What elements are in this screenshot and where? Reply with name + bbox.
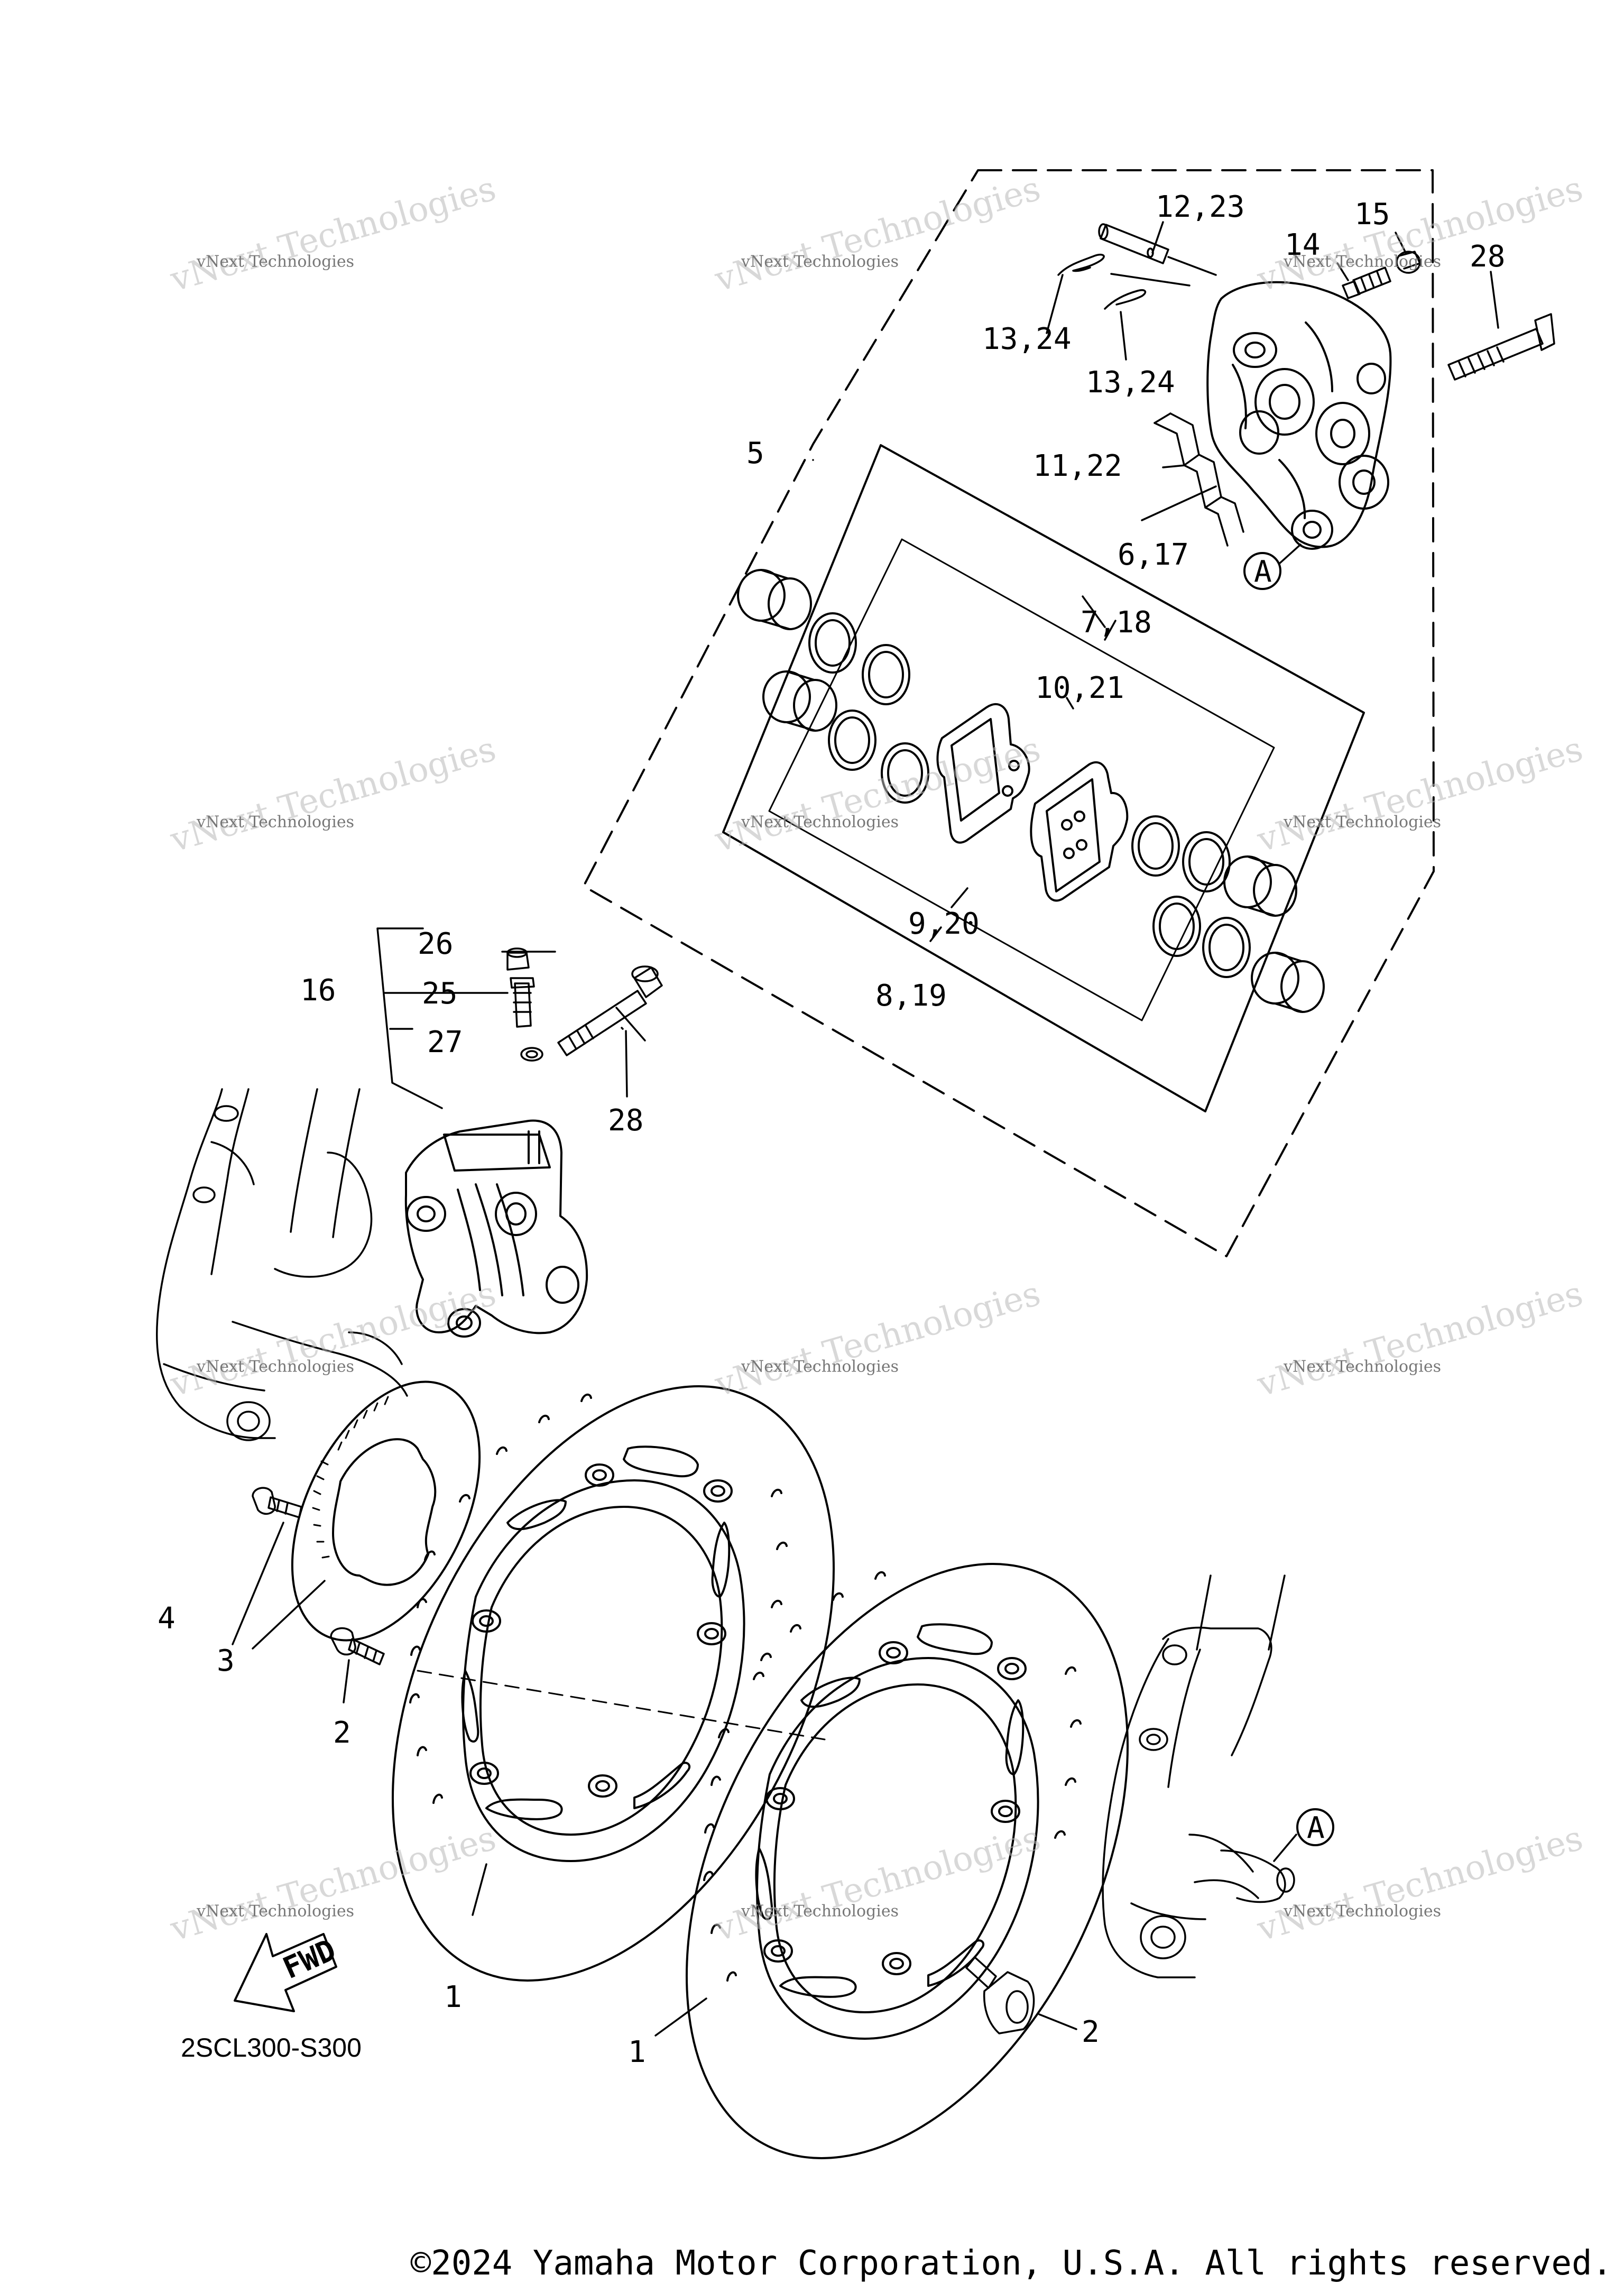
- seal-kit-outer-frame: [722, 444, 1365, 1112]
- fwd-arrow-label: FWD: [278, 1933, 341, 1986]
- disc-bolt-lower: [965, 1956, 1035, 2034]
- callout-a-upper-letter: A: [1254, 555, 1272, 589]
- upper-caliper-body: [1206, 281, 1392, 550]
- label-3: 3: [217, 1644, 235, 1678]
- piston-3: [1223, 855, 1297, 917]
- caliper-kit-dashed-boundary: [583, 169, 1435, 1257]
- label-7-18: 7,18: [1081, 605, 1152, 640]
- caliper-pin: [1098, 223, 1217, 276]
- copyright-notice: ©2024 Yamaha Motor Corporation, U.S.A. A…: [410, 2244, 1612, 2283]
- disc-bolt-upper: [330, 1627, 385, 1665]
- lower-caliper-bolt: [557, 965, 663, 1056]
- callout-a-upper-circle: [1243, 552, 1281, 590]
- label-2-lower: 2: [1082, 2015, 1100, 2049]
- r-clip-2: [1104, 289, 1147, 310]
- piston-2: [762, 670, 837, 732]
- label-1-left: 1: [444, 1980, 462, 2014]
- upper-caliper-bolt: [1447, 313, 1555, 381]
- upper-bleed-cap: [1396, 251, 1421, 274]
- label-15: 15: [1354, 197, 1390, 232]
- brake-disc-left: [392, 1385, 835, 1982]
- left-fork-leg: [155, 1088, 408, 1441]
- label-26: 26: [418, 927, 453, 961]
- abs-sensor-rotor: [291, 1380, 481, 1642]
- label-1-right: 1: [628, 2035, 646, 2069]
- label-9-20: 9,20: [908, 907, 980, 941]
- brake-pad-1: [936, 703, 1030, 844]
- abs-sensor-screw: [252, 1487, 302, 1518]
- lower-washer: [520, 1047, 543, 1062]
- fwd-arrow-icon: [234, 1933, 337, 2012]
- lower-bleed-screw: [510, 977, 535, 1028]
- axle-centerline: [417, 1670, 826, 1741]
- label-11-22: 11,22: [1033, 449, 1122, 483]
- label-12-23: 12,23: [1156, 190, 1245, 224]
- brake-disc-right: [686, 1563, 1129, 2159]
- upper-bleed-screw: [1342, 266, 1391, 299]
- bracket-16: [376, 927, 443, 1109]
- label-16: 16: [300, 973, 336, 1008]
- label-13-24-a: 13,24: [982, 322, 1072, 356]
- seal-kit-inner-frame: [768, 538, 1275, 1021]
- label-2-upper: 2: [333, 1716, 351, 1750]
- label-25: 25: [422, 977, 457, 1011]
- callout-a-upper-leader: [1278, 544, 1302, 565]
- r-clip-1: [1057, 253, 1105, 276]
- callout-a-lower-letter: A: [1307, 1811, 1325, 1845]
- label-28-lower: 28: [608, 1103, 643, 1138]
- callout-a-lower-circle: [1296, 1808, 1334, 1846]
- abs-sensor-slots: [312, 1396, 389, 1559]
- label-13-24-b: 13,24: [1086, 365, 1175, 400]
- piston-1: [737, 569, 812, 630]
- pad-spring: [1154, 412, 1244, 547]
- label-14: 14: [1285, 228, 1320, 262]
- label-8-19: 8,19: [875, 979, 947, 1013]
- brake-pad-2: [1030, 761, 1129, 902]
- label-27: 27: [427, 1025, 463, 1060]
- callout-a-lower-leader: [1273, 1834, 1297, 1862]
- right-fork-leg: [1102, 1574, 1295, 1978]
- label-10-21: 10,21: [1035, 671, 1124, 705]
- lower-caliper-assembly: [404, 1119, 588, 1338]
- lower-bleed-cap: [506, 947, 530, 971]
- diagram-code: 2SCL300-S300: [181, 2033, 362, 2062]
- label-6-17: 6,17: [1118, 538, 1189, 572]
- piston-4: [1251, 952, 1325, 1013]
- piston-seals: [808, 612, 1251, 978]
- label-28-upper: 28: [1470, 240, 1505, 274]
- label-4: 4: [158, 1601, 176, 1636]
- label-5: 5: [746, 436, 764, 471]
- leader-lines: [232, 221, 1499, 2037]
